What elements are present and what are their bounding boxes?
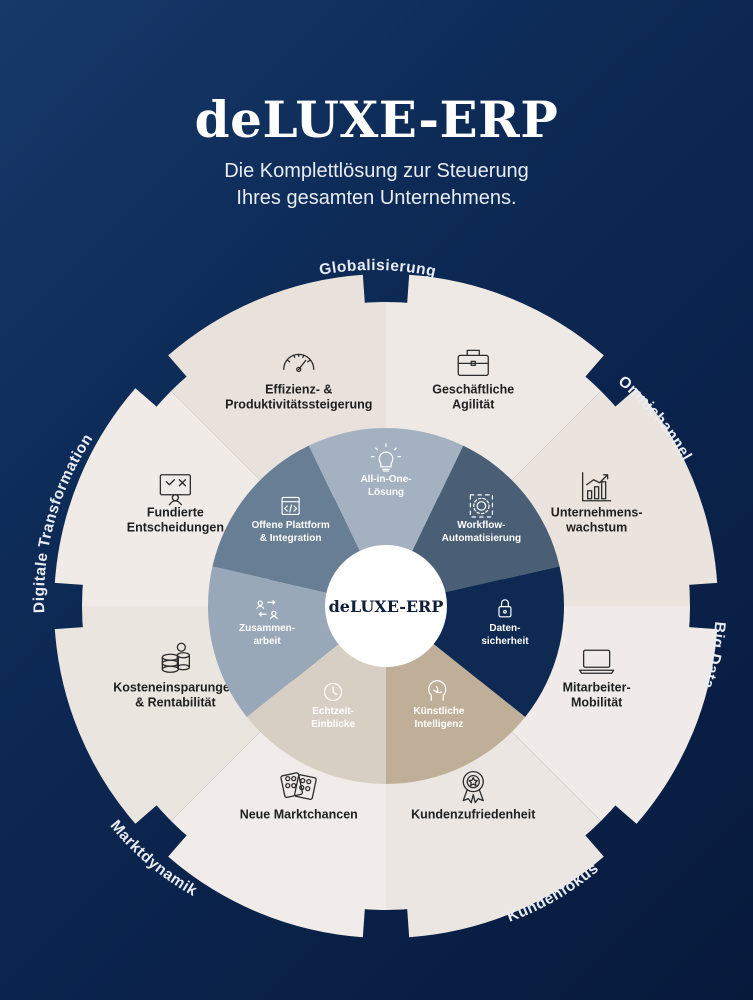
inner-segment <box>208 566 340 717</box>
inner-segment-label: Zusammen- <box>239 623 295 634</box>
inner-segment <box>212 445 360 593</box>
clock-icon <box>323 682 343 702</box>
inner-segment-label: sicherheit <box>481 636 529 647</box>
inner-segment-label: Künstliche <box>413 706 465 717</box>
outer-segment-label: Kundenzufriedenheit <box>411 808 536 822</box>
outer-label-top: Globalisierung <box>318 257 437 281</box>
inner-segment-label: Daten- <box>489 623 520 634</box>
gear-icon <box>469 494 494 518</box>
inner-segment-label: & Integration <box>260 533 322 544</box>
center-label: deLUXE-ERP <box>329 597 444 616</box>
outer-segment-label: & Rentabilität <box>135 695 216 709</box>
outer-segment-label: Entscheidungen <box>127 521 224 535</box>
inner-segment-label: Echtzeit- <box>312 706 354 717</box>
inner-segment <box>432 566 564 717</box>
outer-segment-label: Mobilität <box>571 695 623 709</box>
outer-segment-label: Produktivitätssteigerung <box>225 397 372 411</box>
lightbulb-icon <box>370 443 402 472</box>
inner-segment <box>246 643 386 784</box>
market-pills-icon <box>280 772 317 800</box>
inner-segment-label: Offene Plattform <box>251 520 329 531</box>
outer-segment-label: Kosteneinsparungen <box>113 680 237 694</box>
code-window-icon <box>281 496 300 516</box>
svg-text:Globalisierung: Globalisierung <box>318 257 438 281</box>
inner-segment-label: Automatisierung <box>442 533 521 544</box>
lock-icon <box>498 599 512 618</box>
outer-segment-label: Unternehmens- <box>551 506 643 520</box>
inner-segment-label: arbeit <box>253 636 281 647</box>
outer-segment-label: wachstum <box>565 521 627 535</box>
outer-segment-label: Neue Marktchancen <box>240 808 358 822</box>
award-badge-icon <box>462 770 484 804</box>
briefcase-icon <box>457 349 489 377</box>
subtitle-line-2: Ihres gesamten Unternehmens. <box>236 187 517 209</box>
page-title: deLUXE-ERP <box>194 90 559 149</box>
outer-segment-label: Agilität <box>452 397 495 411</box>
decision-board-icon <box>159 474 192 506</box>
outer-segment-label: Effizienz- & <box>265 382 332 396</box>
speedometer-icon <box>283 353 315 373</box>
collaboration-icon <box>256 600 278 620</box>
growth-chart-icon <box>581 472 612 502</box>
brain-icon <box>428 680 447 702</box>
subtitle-line-1: Die Komplettlösung zur Steuerung <box>224 160 529 182</box>
coins-icon <box>161 642 191 673</box>
inner-segment-label: Lösung <box>368 487 404 498</box>
outer-segment-label: Geschäftliche <box>432 382 514 396</box>
inner-segment-label: All-in-One- <box>360 474 411 485</box>
inner-segment-label: Workflow- <box>457 520 505 531</box>
laptop-icon <box>578 649 615 674</box>
outer-segment-label: Mitarbeiter- <box>563 680 631 694</box>
inner-segment-label: Intelligenz <box>414 719 463 730</box>
inner-segment <box>412 445 560 593</box>
inner-segment <box>308 428 464 552</box>
outer-segment-label: Fundierte <box>147 506 204 520</box>
inner-segment <box>386 643 526 784</box>
inner-segment-label: Einblicke <box>311 719 355 730</box>
